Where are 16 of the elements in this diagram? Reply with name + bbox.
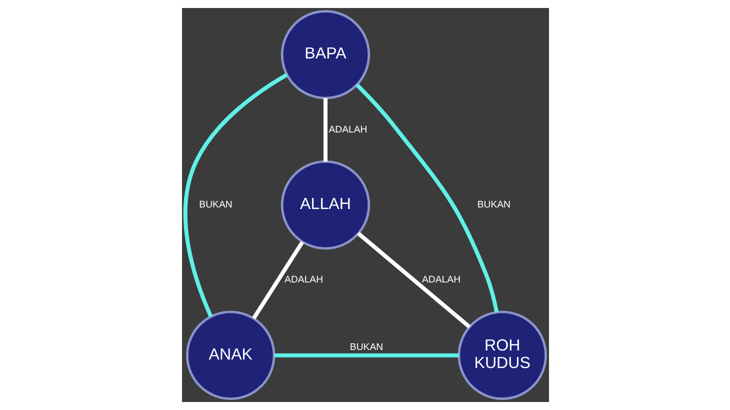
edge-label: ADALAH [422,274,460,286]
edge-label: BUKAN [198,199,232,210]
node-circle: ANAK [186,310,275,400]
connector [182,73,288,318]
edge-label: BUKAN [349,342,383,354]
edge-label: ADALAH [328,124,367,136]
edge-label: BUKAN [476,199,510,210]
connector [355,83,498,313]
node-circle: BAPA [280,10,370,100]
connector [274,353,458,358]
connector [252,241,304,320]
edge-label: ADALAH [284,274,323,286]
node-circle: ALLAH [280,160,370,250]
node-circle: ROH KUDUS [457,310,546,400]
connector [323,98,328,162]
connector [356,232,470,328]
